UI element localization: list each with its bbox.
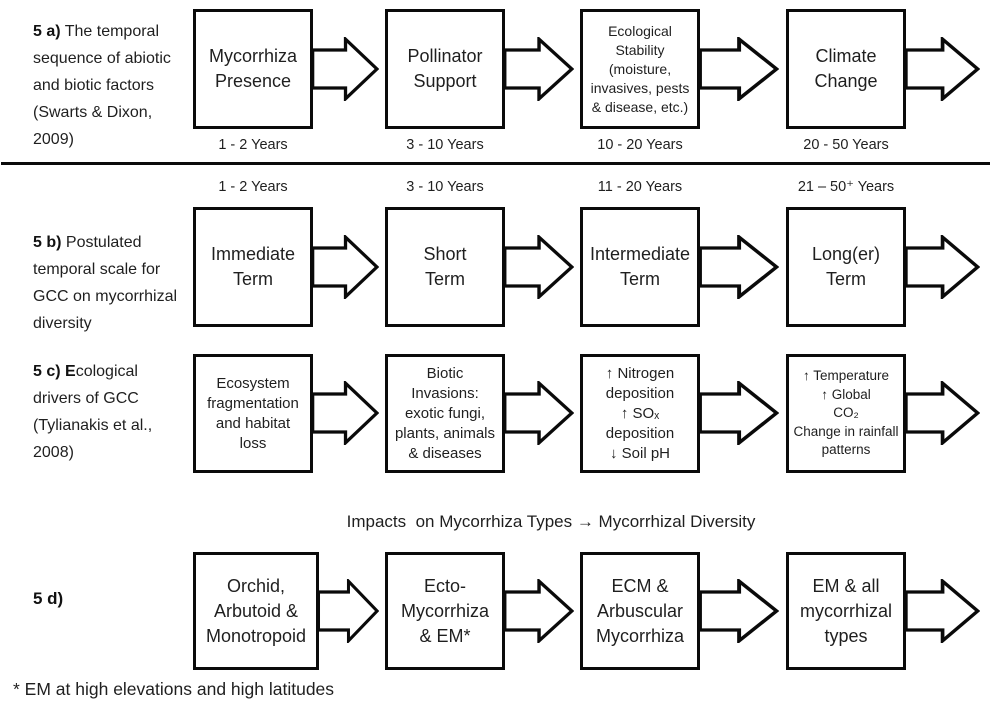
year-range-label: 21 – 50⁺ Years [797,179,895,195]
flow-arrow-icon [311,381,379,445]
flow-arrow-icon [503,37,574,101]
box-ecological-stability: Ecological Stability (moisture, invasive… [580,9,700,129]
flow-arrow-icon [698,579,779,643]
box-em-all-mycorrhizal-types: EM & all mycorrhizal types [786,552,906,670]
row-5a-label-bold: 5 a) [33,23,61,40]
year-range-label: 10 - 20 Years [597,137,683,153]
flow-arrow-icon [503,381,574,445]
impacts-header: Impacts on Mycorrhiza Types → Mycorrhiza… [346,512,756,531]
box-immediate-term: Immediate Term [193,207,313,327]
flow-arrow-icon [904,235,980,299]
box-climate-change: Climate Change [786,9,906,129]
row-5a-label-text: The temporal sequence of abiotic and bio… [33,23,171,148]
em-footnote: * EM at high elevations and high latitud… [13,679,335,699]
row-5b-label: 5 b) Postulated temporal scale for GCC o… [33,229,188,337]
box-ecto-mycorrhiza-em: Ecto- Mycorrhiza & EM* [385,552,505,670]
flow-arrow-icon [311,37,379,101]
flow-arrow-icon [311,235,379,299]
year-range-label: 11 - 20 Years [597,179,683,195]
year-range-label: 20 - 50 Years [803,137,889,153]
row-5b-label-text: Postulated temporal scale for GCC on myc… [33,234,178,332]
box-pollinator-support: Pollinator Support [385,9,505,129]
year-range-label: 3 - 10 Years [406,179,484,195]
row-5c-label: 5 c) Ecological drivers of GCC (Tylianak… [33,358,183,466]
section-divider [1,162,990,165]
box-temperature-co2-rainfall: ↑ Temperature ↑ Global CO₂ Change in rai… [786,354,906,473]
row-5b-label-bold: 5 b) [33,234,62,251]
flow-arrow-icon [904,579,980,643]
year-range-label: 1 - 2 Years [218,137,288,153]
flow-arrow-icon [503,579,574,643]
box-short-term: Short Term [385,207,505,327]
flow-arrow-icon [503,235,574,299]
flow-arrow-icon [904,37,980,101]
row-5c-label-text: cological drivers of GCC (Tylianakis et … [33,363,153,461]
flow-arrow-icon [698,37,779,101]
box-nitrogen-sox-deposition: ↑ Nitrogen deposition ↑ SOₓ deposition ↓… [580,354,700,473]
box-ecm-arbuscular-mycorrhiza: ECM & Arbuscular Mycorrhiza [580,552,700,670]
box-mycorrhiza-presence: Mycorrhiza Presence [193,9,313,129]
row-5d-label-bold: 5 d) [33,589,64,608]
box-biotic-invasions: Biotic Invasions: exotic fungi, plants, … [385,354,505,473]
flow-arrow-icon [317,579,379,643]
box-intermediate-term: Intermediate Term [580,207,700,327]
box-longer-term: Long(er) Term [786,207,906,327]
flow-arrow-icon [698,381,779,445]
box-orchid-arbutoid-monotropoid: Orchid, Arbutoid & Monotropoid [193,552,319,670]
year-range-label: 1 - 2 Years [218,179,288,195]
row-5d-label: 5 d) [33,585,153,612]
box-ecosystem-fragmentation: Ecosystem fragmentation and habitat loss [193,354,313,473]
flow-arrow-icon [698,235,779,299]
flow-arrow-icon [904,381,980,445]
year-range-label: 3 - 10 Years [406,137,484,153]
row-5c-label-bold: 5 c) E [33,363,76,380]
row-5a-label: 5 a) The temporal sequence of abiotic an… [33,18,188,153]
